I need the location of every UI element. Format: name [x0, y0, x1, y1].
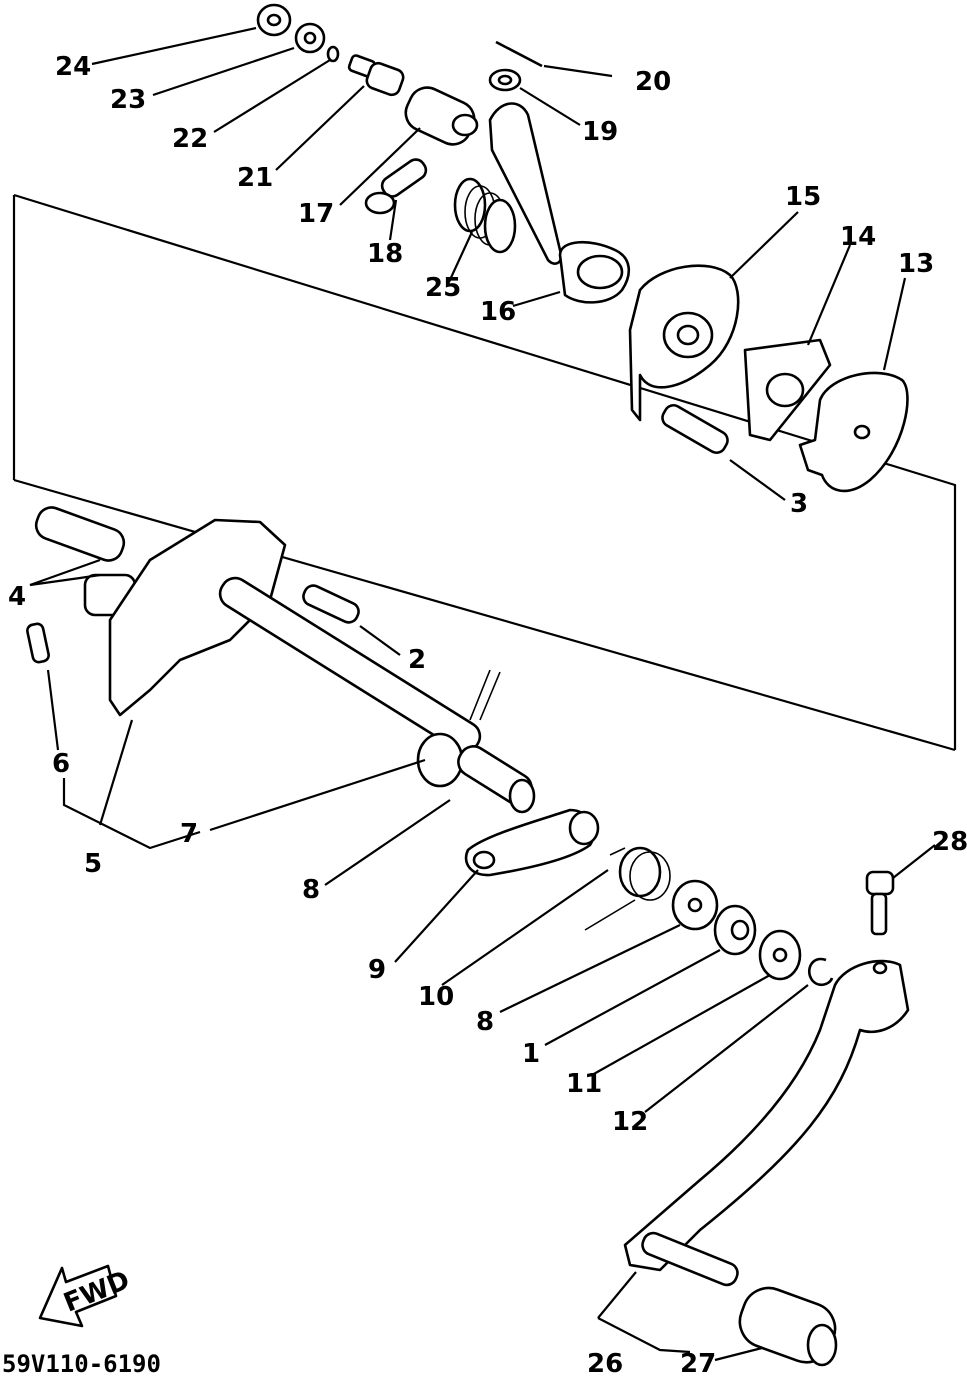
- callout-8b: 8: [476, 1007, 494, 1037]
- callout-26: 26: [587, 1349, 623, 1378]
- callout-19: 19: [582, 117, 618, 147]
- part-4-bushings: [34, 506, 137, 617]
- callout-10: 10: [418, 982, 454, 1012]
- part-28-bolt: [865, 870, 895, 936]
- callout-4: 4: [8, 582, 26, 612]
- callout-1: 1: [522, 1039, 540, 1069]
- callout-12: 12: [612, 1107, 648, 1137]
- part-14-plate: [743, 338, 832, 442]
- part-24-nut: [256, 3, 292, 37]
- shift-shaft-assembly: [108, 518, 536, 814]
- part-25-spring: [453, 177, 517, 254]
- callout-15: 15: [785, 182, 821, 212]
- callout-22: 22: [172, 124, 208, 154]
- callout-16: 16: [480, 297, 516, 327]
- part-21-bolt: [347, 54, 405, 97]
- part-8-washer: [671, 879, 719, 931]
- part-12-circlip: [807, 957, 834, 987]
- part-23-washer: [294, 22, 326, 54]
- callout-17: 17: [298, 199, 334, 229]
- part-16-shift-arm: [488, 102, 630, 304]
- part-26-shift-pedal: [623, 959, 910, 1287]
- assembly-outline-frame: [12, 193, 957, 752]
- callout-24: 24: [55, 52, 91, 82]
- part-27-foot-rubber: [738, 1286, 838, 1367]
- part-9-arm: [464, 808, 600, 877]
- callout-28: 28: [932, 827, 967, 857]
- callout-14: 14: [840, 222, 876, 252]
- part-3-stud: [661, 403, 729, 455]
- callout-11: 11: [566, 1069, 602, 1099]
- callout-20: 20: [635, 67, 671, 97]
- fwd-arrow-icon: [38, 1264, 118, 1328]
- part-15-plate: [628, 264, 740, 422]
- part-10-spring: [584, 846, 671, 931]
- callout-25: 25: [425, 273, 461, 303]
- part-1-collar: [713, 904, 757, 956]
- leader-lines: [29, 26, 936, 1362]
- callout-7: 7: [180, 819, 198, 849]
- callout-8a: 8: [302, 875, 320, 905]
- callout-9: 9: [368, 955, 386, 985]
- callout-21: 21: [237, 163, 273, 193]
- part-19-washer: [488, 68, 522, 92]
- part-22-clip: [326, 45, 340, 63]
- part-20-cotter-pin: [495, 40, 543, 68]
- part-17-joint: [404, 86, 479, 146]
- callout-2: 2: [408, 645, 426, 675]
- callout-3: 3: [790, 489, 808, 519]
- callout-6: 6: [52, 749, 70, 779]
- callout-5: 5: [84, 849, 102, 879]
- callout-27: 27: [680, 1349, 716, 1378]
- part-11-washer: [758, 929, 802, 981]
- callout-13: 13: [898, 249, 934, 279]
- part-2-pin: [302, 584, 360, 624]
- part-13-cover: [798, 371, 909, 493]
- part-6-spring: [26, 622, 50, 664]
- callout-23: 23: [110, 85, 146, 115]
- callout-18: 18: [367, 239, 403, 269]
- figure-code: 59V110-6190: [2, 1350, 161, 1378]
- part-18-pin: [364, 158, 428, 215]
